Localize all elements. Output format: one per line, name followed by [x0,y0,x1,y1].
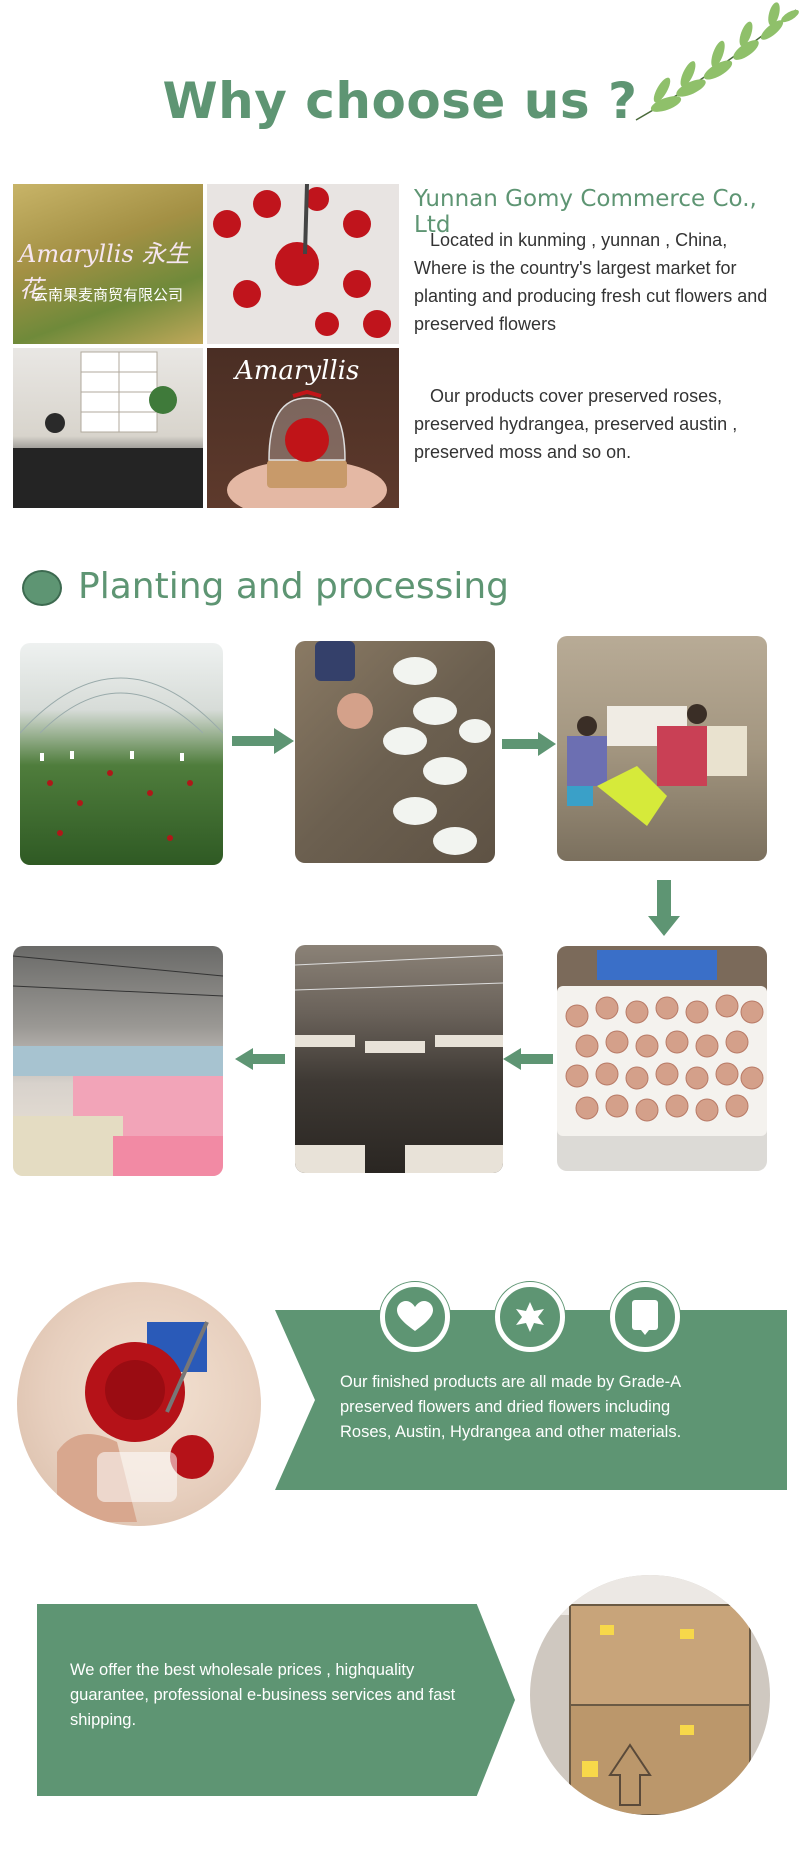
leaf-decoration-icon [635,2,799,121]
arrow-left-icon [503,1048,553,1070]
heart-icon [380,1282,450,1352]
page-title: Why choose us ? [162,72,638,130]
photo-subcaption: 云南果麦商贸有限公司 [33,286,184,304]
photo-warehouse-trays [13,946,223,1176]
arrow-right-icon [502,732,556,756]
star-icon [495,1282,565,1352]
photo-caption: Amaryllis [235,356,360,386]
photo-covered-boxes [295,945,503,1173]
photo-red-rose-circle [17,1282,261,1526]
about-paragraph-products: Our products cover preserved roses, pres… [414,386,738,462]
photo-shipping-boxes-circle [530,1575,770,1815]
section-bullet-icon [22,570,62,606]
photo-greenhouse [20,643,223,865]
wholesale-panel [37,1604,515,1796]
arrow-left-icon [235,1048,285,1070]
photo-amaryllis-sign: Amaryllis 永生花 云南果麦商贸有限公司 [13,184,203,344]
company-name: Yunnan Gomy Commerce Co., Ltd [414,186,757,238]
photo-office [13,348,203,508]
section-title-planting: Planting and processing [78,566,509,607]
wholesale-text: We offer the best wholesale prices , hig… [70,1661,456,1729]
photo-cutting-roses [295,641,495,863]
finished-products-text: Our finished products are all made by Gr… [340,1373,682,1441]
arrow-down-icon [648,880,680,936]
photo-caption: Amaryllis 永生花 [19,240,190,303]
photo-rose-tray [207,184,399,344]
tablet-icon [610,1282,680,1352]
photo-rose-dome: Amaryllis [207,348,399,508]
photo-workers-sorting [557,636,767,861]
about-paragraph-location: Located in kunming , yunnan , China, Whe… [414,230,768,334]
photo-roses-drying [557,946,767,1171]
arrow-right-icon [232,728,294,754]
